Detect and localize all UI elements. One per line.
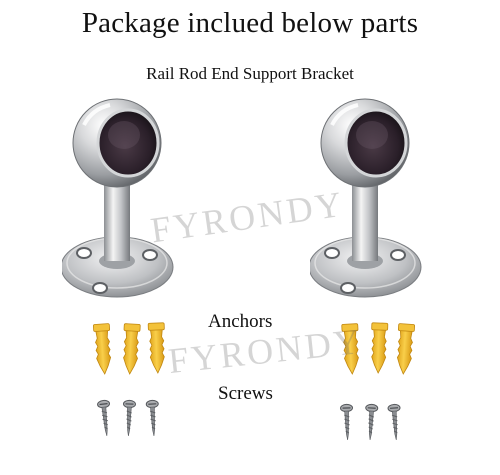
product-subtitle: Rail Rod End Support Bracket	[146, 64, 354, 83]
anchors-label: Anchors	[208, 311, 273, 332]
left-bracket-image	[62, 97, 175, 299]
watermark-text: FYRONDY	[166, 320, 365, 382]
screws-label: Screws	[218, 383, 273, 404]
left-anchors-image	[92, 322, 167, 375]
right-screws-image	[339, 403, 403, 441]
page-title: Package inclued below parts	[81, 7, 419, 39]
left-screws-image	[96, 399, 161, 438]
